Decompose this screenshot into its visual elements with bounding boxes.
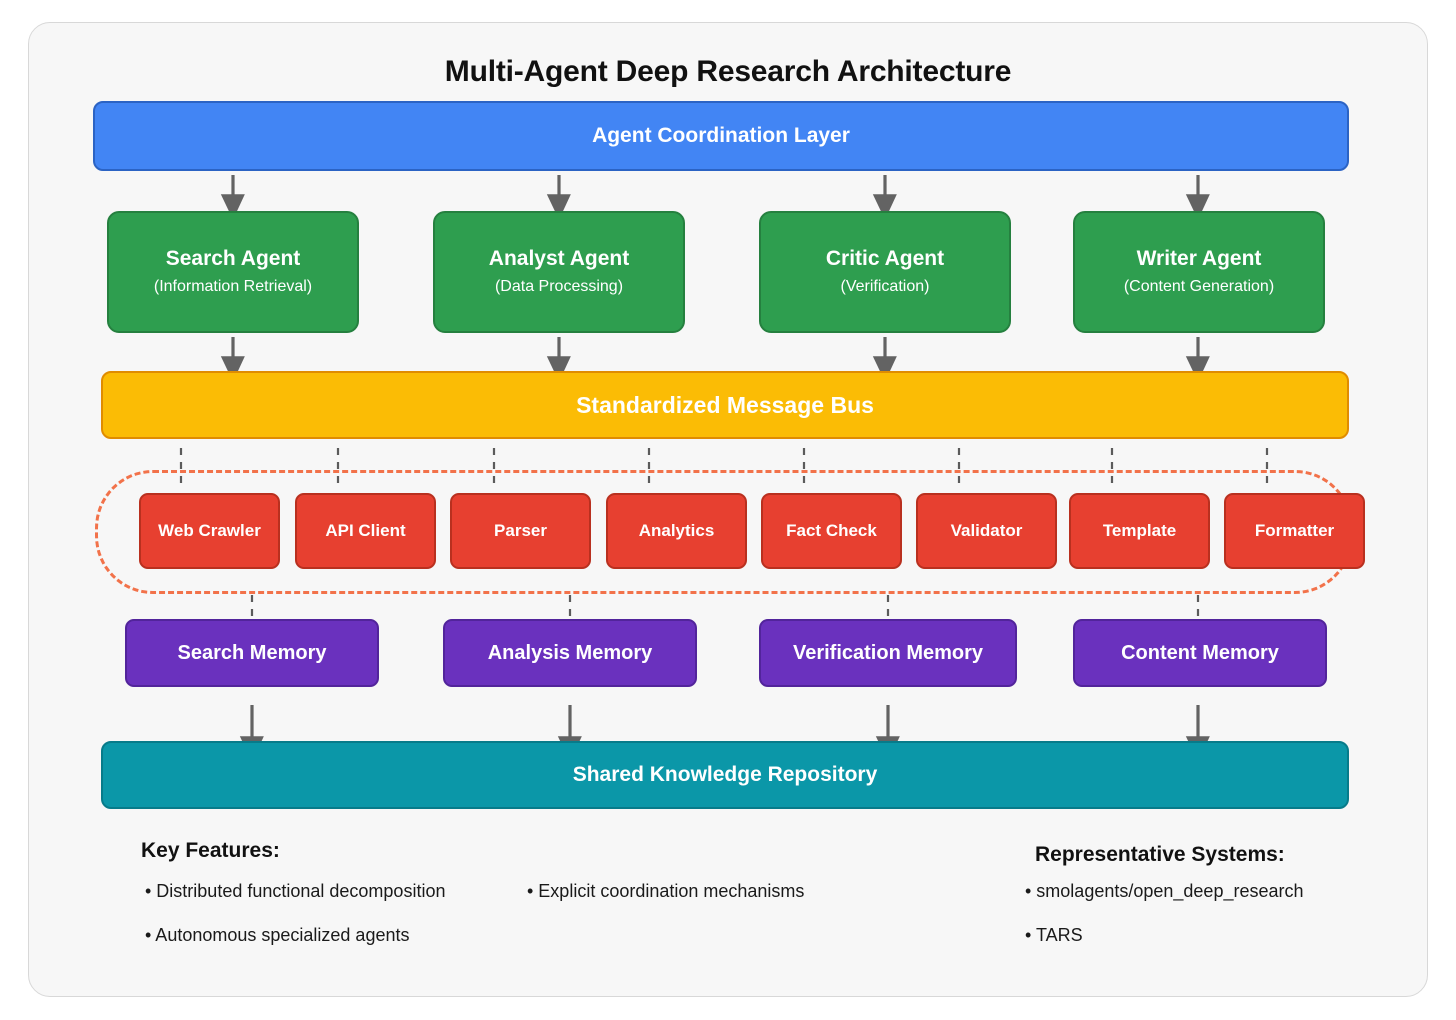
coordination-layer-label: Agent Coordination Layer bbox=[592, 123, 850, 147]
agent-name: Search Agent bbox=[165, 247, 301, 271]
memory-label: Verification Memory bbox=[792, 641, 984, 664]
agent-node-search[interactable]: Search Agent (Information Retrieval) bbox=[107, 211, 359, 333]
tool-label: API Client bbox=[325, 521, 406, 541]
tool-node-template[interactable]: Template bbox=[1069, 493, 1210, 569]
memory-label: Analysis Memory bbox=[487, 641, 653, 664]
tool-label: Formatter bbox=[1254, 521, 1335, 541]
agent-role: (Information Retrieval) bbox=[153, 278, 313, 296]
agent-node-critic[interactable]: Critic Agent (Verification) bbox=[759, 211, 1011, 333]
key-features-heading: Key Features: bbox=[141, 839, 280, 862]
agent-coordination-layer[interactable]: Agent Coordination Layer bbox=[93, 101, 1349, 171]
tool-label: Template bbox=[1102, 521, 1177, 541]
tool-label: Fact Check bbox=[786, 521, 877, 541]
repository-label: Shared Knowledge Repository bbox=[572, 762, 878, 786]
key-features-item: • Distributed functional decomposition bbox=[145, 881, 446, 901]
agent-role: (Content Generation) bbox=[1123, 278, 1275, 296]
agent-name: Writer Agent bbox=[1136, 247, 1262, 271]
memory-node-content[interactable]: Content Memory bbox=[1073, 619, 1327, 687]
tool-label: Validator bbox=[950, 521, 1023, 541]
memory-node-analysis[interactable]: Analysis Memory bbox=[443, 619, 697, 687]
tool-node-parser[interactable]: Parser bbox=[450, 493, 591, 569]
standardized-message-bus[interactable]: Standardized Message Bus bbox=[101, 371, 1349, 439]
diagram-card: Multi-Agent Deep Research Architecture bbox=[28, 22, 1428, 997]
tool-node-api-client[interactable]: API Client bbox=[295, 493, 436, 569]
tool-label: Parser bbox=[494, 521, 547, 541]
agent-name: Critic Agent bbox=[825, 247, 945, 271]
key-features-item: • Explicit coordination mechanisms bbox=[527, 881, 805, 901]
representative-systems-item: • smolagents/open_deep_research bbox=[1025, 881, 1304, 901]
tool-label: Analytics bbox=[638, 521, 715, 541]
memory-label: Content Memory bbox=[1121, 641, 1279, 664]
tool-node-web-crawler[interactable]: Web Crawler bbox=[139, 493, 280, 569]
memory-node-verification[interactable]: Verification Memory bbox=[759, 619, 1017, 687]
memory-label: Search Memory bbox=[177, 641, 327, 664]
agent-role: (Data Processing) bbox=[494, 278, 624, 296]
agent-node-analyst[interactable]: Analyst Agent (Data Processing) bbox=[433, 211, 685, 333]
tool-node-fact-check[interactable]: Fact Check bbox=[761, 493, 902, 569]
page-title: Multi-Agent Deep Research Architecture bbox=[444, 55, 1012, 88]
tool-node-analytics[interactable]: Analytics bbox=[606, 493, 747, 569]
message-bus-label: Standardized Message Bus bbox=[576, 391, 874, 418]
tool-label: Web Crawler bbox=[158, 521, 261, 541]
agent-node-writer[interactable]: Writer Agent (Content Generation) bbox=[1073, 211, 1325, 333]
memory-node-search[interactable]: Search Memory bbox=[125, 619, 379, 687]
representative-systems-item: • TARS bbox=[1025, 925, 1083, 945]
representative-systems-heading: Representative Systems: bbox=[1035, 843, 1285, 866]
shared-knowledge-repository[interactable]: Shared Knowledge Repository bbox=[101, 741, 1349, 809]
key-features-item: • Autonomous specialized agents bbox=[145, 925, 410, 945]
tool-node-formatter[interactable]: Formatter bbox=[1224, 493, 1365, 569]
agent-role: (Verification) bbox=[840, 278, 930, 296]
agent-name: Analyst Agent bbox=[488, 247, 630, 271]
tool-node-validator[interactable]: Validator bbox=[916, 493, 1057, 569]
